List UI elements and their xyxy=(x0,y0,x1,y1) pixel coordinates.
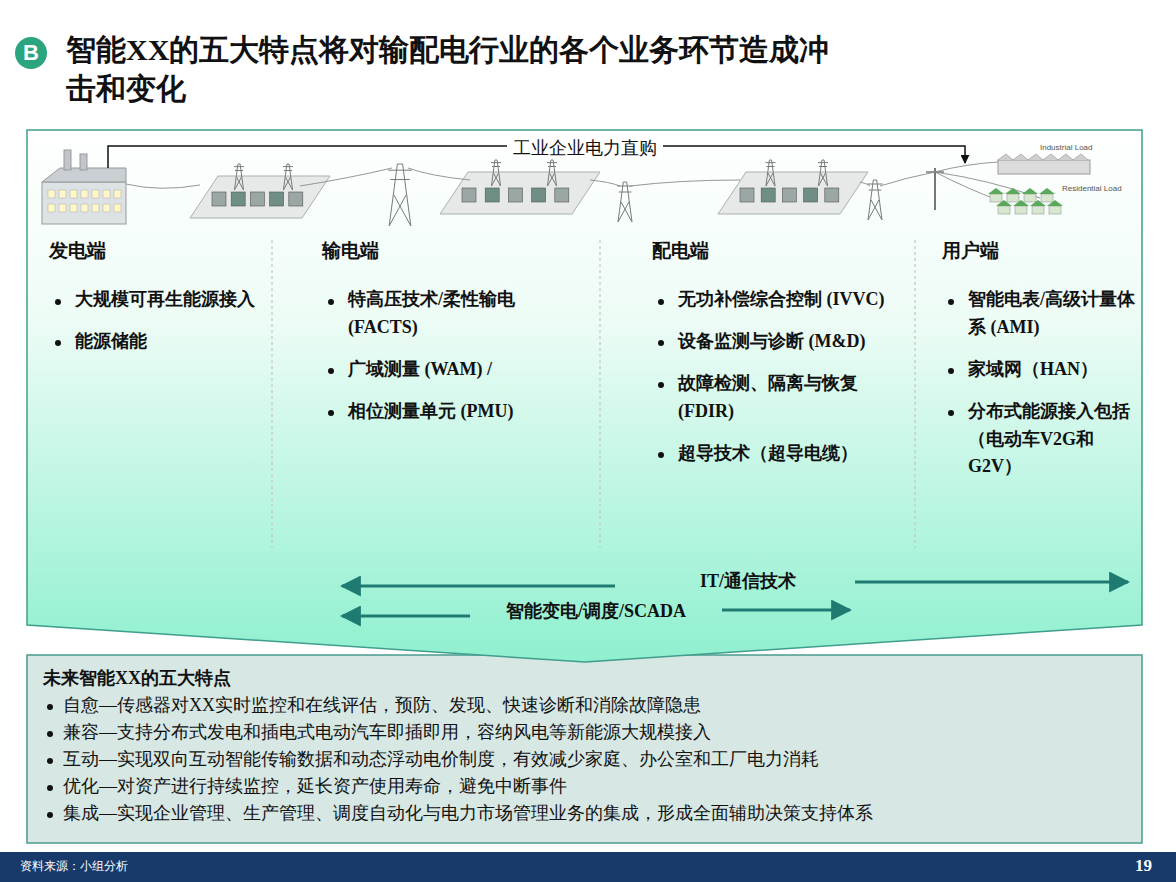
bullet-dot xyxy=(658,382,664,388)
bullet-item: 互动—实现双向互动智能传输数据和动态浮动电价制度，有效减少家庭、办公室和工厂电力… xyxy=(43,746,1126,773)
segment-column: 配电端无功补偿综合控制 (IVVC) 设备监测与诊断 (M&D) 故障检测、隔离与恢… xyxy=(652,238,897,481)
load-label: Industrial Load xyxy=(1040,143,1092,153)
load-label: Residential Load xyxy=(1062,184,1122,194)
value-chain-panel: 工业企业电力直购发电端大规模可再生能源接入能源储能输电端特高压技术/柔性输电 (… xyxy=(27,130,1142,625)
bullet-item: 超导技术（超导电缆） xyxy=(652,440,897,468)
bullet-item: 特高压技术/柔性输电 (FACTS) xyxy=(322,286,584,342)
bullet-dot xyxy=(47,785,53,791)
features-box xyxy=(27,655,1142,843)
slide-title: 智能XX的五大特点将对输配电行业的各个业务环节造成冲击和变化 xyxy=(66,30,856,108)
source-note: 资料来源：小组分析 xyxy=(20,859,128,873)
bullet-dot xyxy=(948,299,954,305)
bullet-item: 故障检测、隔离与恢复 (FDIR) xyxy=(652,370,897,426)
scope-label: 智能变电/调度/SCADA xyxy=(502,601,690,623)
bullet-item: 优化—对资产进行持续监控，延长资产使用寿命，避免中断事件 xyxy=(43,773,1126,800)
bullet-dot xyxy=(55,340,61,346)
bullet-dot xyxy=(328,368,334,374)
section-heading: 配电端 xyxy=(652,238,897,264)
chain-panel xyxy=(27,130,1142,662)
bullet-item: 集成—实现企业管理、生产管理、调度自动化与电力市场管理业务的集成，形成全面辅助决… xyxy=(43,800,1126,827)
bullet-item: 智能电表/高级计量体系 (AMI) xyxy=(942,286,1147,342)
bullet-item: 自愈—传感器对XX实时监控和在线评估，预防、发现、快速诊断和消除故障隐患 xyxy=(43,692,1126,719)
bullet-dot xyxy=(328,410,334,416)
bullet-item: 广域测量 (WAM) / xyxy=(322,356,584,384)
bullet-dot xyxy=(658,452,664,458)
bullet-item: 兼容—支持分布式发电和插电式电动汽车即插即用，容纳风电等新能源大规模接入 xyxy=(43,719,1126,746)
section-heading: 输电端 xyxy=(322,238,584,264)
bullet-dot xyxy=(948,368,954,374)
bullet-dot xyxy=(47,731,53,737)
page-number: 19 xyxy=(1135,856,1152,876)
column-separators xyxy=(272,240,915,548)
section-heading: 未来智能XX的五大特点 xyxy=(43,665,1126,692)
bullet-dot xyxy=(47,812,53,818)
section-heading: 用户端 xyxy=(942,238,1147,264)
bullet-item: 相位测量单元 (PMU) xyxy=(322,398,584,426)
bullet-dot xyxy=(47,758,53,764)
bracket-label: 工业企业电力直购 xyxy=(27,138,1142,160)
section-heading: 发电端 xyxy=(49,238,264,264)
bullet-item: 设备监测与诊断 (M&D) xyxy=(652,328,897,356)
features-box: 未来智能XX的五大特点自愈—传感器对XX实时监控和在线评估，预防、发现、快速诊断… xyxy=(27,655,1142,843)
segment-column: 发电端大规模可再生能源接入能源储能 xyxy=(49,238,264,370)
bullet-item: 无功补偿综合控制 (IVVC) xyxy=(652,286,897,314)
footer-bar xyxy=(0,852,1176,882)
bullet-dot xyxy=(55,299,61,305)
segment-column: 用户端智能电表/高级计量体系 (AMI) 家域网（HAN） 分布式能源接入包括（电动… xyxy=(942,238,1147,495)
bullet-item: 大规模可再生能源接入 xyxy=(49,286,264,314)
bullet-dot xyxy=(658,299,664,305)
bullet-dot xyxy=(658,340,664,346)
bullet-dot xyxy=(948,410,954,416)
bracket-label-text: 工业企业电力直购 xyxy=(507,138,663,158)
bullet-item: 能源储能 xyxy=(49,328,264,356)
section-badge: B xyxy=(15,37,47,69)
scope-label: IT/通信技术 xyxy=(696,571,800,593)
bullet-dot xyxy=(328,299,334,305)
bullet-dot xyxy=(47,704,53,710)
bullet-item: 分布式能源接入包括（电动车V2G和G2V） xyxy=(942,398,1147,482)
bullet-item: 家域网（HAN） xyxy=(942,356,1147,384)
grid-illustration xyxy=(42,150,1090,226)
segment-column: 输电端特高压技术/柔性输电 (FACTS) 广域测量 (WAM) / 相位测量单元 … xyxy=(322,238,584,440)
